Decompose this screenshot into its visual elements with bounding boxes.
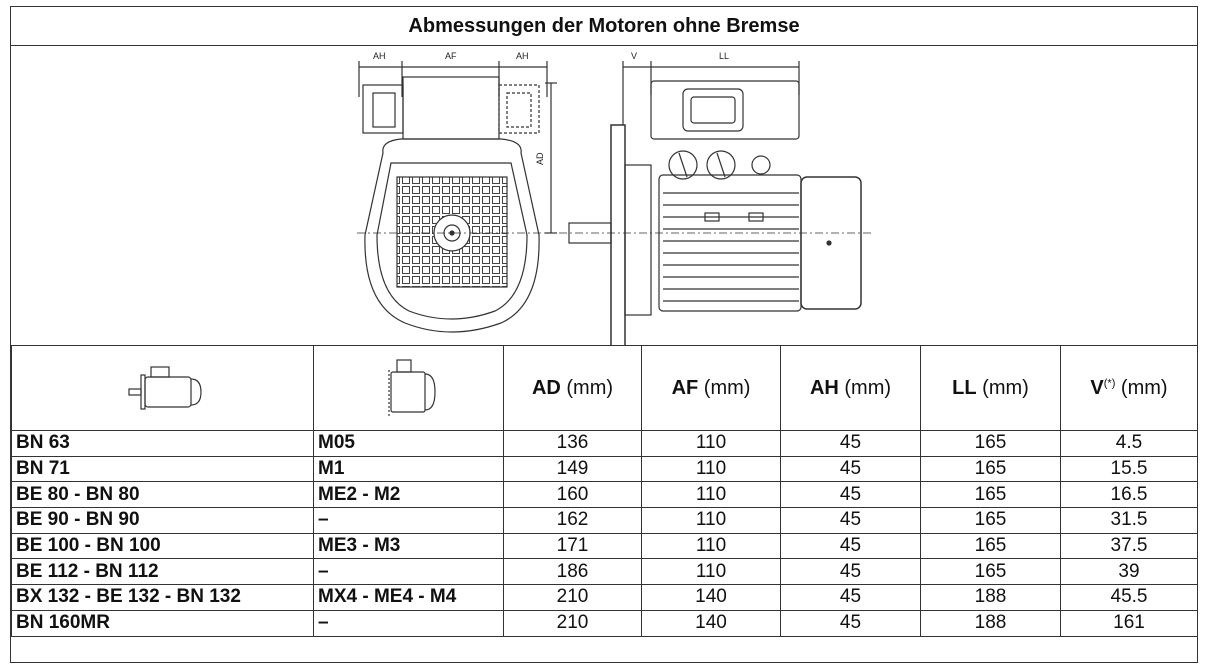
cell-motor: BE 112 - BN 112 xyxy=(11,558,314,586)
motor-module-icon xyxy=(387,359,436,416)
cell-ad: 136 xyxy=(503,430,642,457)
cell-motor: BE 90 - BN 90 xyxy=(11,507,314,534)
cell-ll: 165 xyxy=(920,430,1061,457)
cell-ll: 165 xyxy=(920,558,1061,586)
cell-af: 140 xyxy=(641,609,781,637)
motor-technical-drawing: AH AF AH AD xyxy=(357,51,871,345)
table-row: BN 63 M05 136 110 45 165 4.5 xyxy=(11,430,1198,457)
cell-module: – xyxy=(313,558,504,586)
sheet-title: Abmessungen der Motoren ohne Bremse xyxy=(11,7,1197,46)
header-v: V(*) (mm) xyxy=(1060,345,1198,431)
cell-module: MX4 - ME4 - M4 xyxy=(313,584,504,611)
cell-ad: 210 xyxy=(503,609,642,637)
cell-motor: BE 80 - BN 80 xyxy=(11,481,314,509)
table-row: BN 160MR – 210 140 45 188 161 xyxy=(11,609,1198,637)
cell-ll: 165 xyxy=(920,507,1061,534)
cell-ad: 210 xyxy=(503,584,642,611)
cell-module: M1 xyxy=(313,455,504,483)
cell-af: 110 xyxy=(641,481,781,509)
cell-ad: 160 xyxy=(503,481,642,509)
cell-motor: BX 132 - BE 132 - BN 132 xyxy=(11,584,314,611)
cell-v: 39 xyxy=(1060,558,1198,586)
cell-ah: 45 xyxy=(780,532,921,560)
table-header-row: AD (mm) AF (mm) AH (mm) LL (mm) V(*) (mm… xyxy=(11,345,1198,431)
cell-motor: BN 63 xyxy=(11,430,314,457)
header-motor-icon-cell xyxy=(11,345,314,431)
cell-ll: 165 xyxy=(920,481,1061,509)
motor-side-icon xyxy=(127,366,202,410)
cell-module: M05 xyxy=(313,430,504,457)
cell-module: ME2 - M2 xyxy=(313,481,504,509)
cell-ad: 162 xyxy=(503,507,642,534)
cell-module: – xyxy=(313,609,504,637)
dimension-sheet: Abmessungen der Motoren ohne Bremse xyxy=(10,6,1198,663)
cell-v: 45.5 xyxy=(1060,584,1198,611)
cell-ll: 188 xyxy=(920,609,1061,637)
table-row: BE 80 - BN 80 ME2 - M2 160 110 45 165 16… xyxy=(11,481,1198,509)
cell-module: – xyxy=(313,507,504,534)
cell-v: 31.5 xyxy=(1060,507,1198,534)
dim-label-ad: AD xyxy=(535,152,545,165)
table-row: BE 112 - BN 112 – 186 110 45 165 39 xyxy=(11,558,1198,586)
motor-drawing-area: AH AF AH AD xyxy=(11,45,1197,346)
dim-label-ah-left: AH xyxy=(373,51,386,61)
dim-label-ll: LL xyxy=(719,51,729,61)
cell-v: 16.5 xyxy=(1060,481,1198,509)
cell-ll: 165 xyxy=(920,532,1061,560)
cell-motor: BE 100 - BN 100 xyxy=(11,532,314,560)
cell-ad: 171 xyxy=(503,532,642,560)
cell-v: 37.5 xyxy=(1060,532,1198,560)
cell-motor: BN 71 xyxy=(11,455,314,483)
cell-ah: 45 xyxy=(780,455,921,483)
cell-ad: 186 xyxy=(503,558,642,586)
dimensions-table: AD (mm) AF (mm) AH (mm) LL (mm) V(*) (mm… xyxy=(11,345,1198,637)
cell-ll: 188 xyxy=(920,584,1061,611)
cell-ah: 45 xyxy=(780,584,921,611)
header-af: AF (mm) xyxy=(641,345,781,431)
side-view-drawing xyxy=(559,61,871,345)
cell-ah: 45 xyxy=(780,558,921,586)
cell-af: 110 xyxy=(641,455,781,483)
cell-v: 161 xyxy=(1060,609,1198,637)
table-row: BE 90 - BN 90 – 162 110 45 165 31.5 xyxy=(11,507,1198,534)
cell-ah: 45 xyxy=(780,430,921,457)
cell-v: 4.5 xyxy=(1060,430,1198,457)
cell-module: ME3 - M3 xyxy=(313,532,504,560)
cell-ah: 45 xyxy=(780,609,921,637)
dim-label-v: V xyxy=(631,51,637,61)
table-row: BE 100 - BN 100 ME3 - M3 171 110 45 165 … xyxy=(11,532,1198,560)
cell-af: 110 xyxy=(641,430,781,457)
dim-label-af: AF xyxy=(445,51,457,61)
table-row: BX 132 - BE 132 - BN 132 MX4 - ME4 - M4 … xyxy=(11,584,1198,611)
cell-motor: BN 160MR xyxy=(11,609,314,637)
header-ll: LL (mm) xyxy=(920,345,1061,431)
cell-v: 15.5 xyxy=(1060,455,1198,483)
cell-af: 110 xyxy=(641,532,781,560)
header-module-icon-cell xyxy=(313,345,504,431)
cell-af: 110 xyxy=(641,558,781,586)
cell-af: 140 xyxy=(641,584,781,611)
header-ad: AD (mm) xyxy=(503,345,642,431)
table-row: BN 71 M1 149 110 45 165 15.5 xyxy=(11,455,1198,483)
cell-ad: 149 xyxy=(503,455,642,483)
header-ah: AH (mm) xyxy=(780,345,921,431)
front-view-drawing xyxy=(357,61,557,333)
dim-label-ah-right: AH xyxy=(516,51,529,61)
cell-ah: 45 xyxy=(780,507,921,534)
cell-af: 110 xyxy=(641,507,781,534)
cell-ah: 45 xyxy=(780,481,921,509)
cell-ll: 165 xyxy=(920,455,1061,483)
